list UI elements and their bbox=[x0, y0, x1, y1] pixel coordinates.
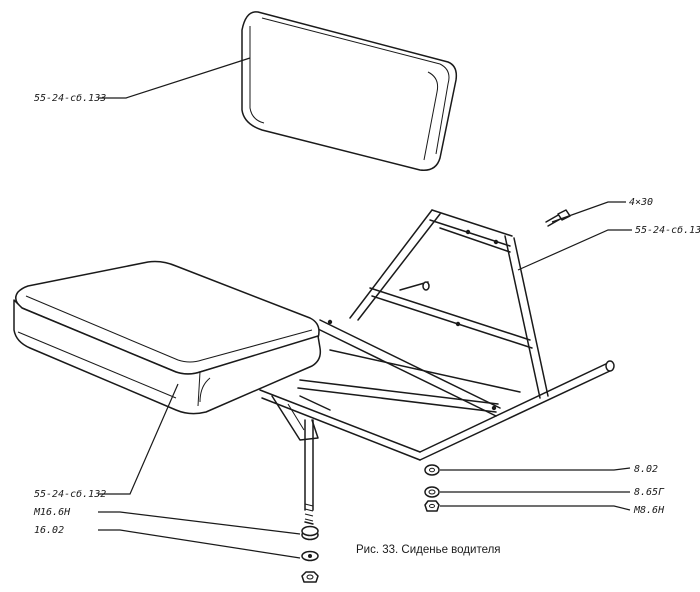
backrest-cushion bbox=[241, 11, 458, 171]
seat-frame bbox=[259, 209, 615, 461]
label-frame: 55-24-сб.131 bbox=[635, 224, 700, 236]
seat-cushion bbox=[13, 260, 322, 415]
small-bolt bbox=[545, 209, 571, 227]
label-nut-m16: М16.6Н bbox=[33, 507, 71, 518]
figure-caption: Рис. 33. Сиденье водителя bbox=[356, 544, 501, 556]
bolt-assembly bbox=[301, 419, 319, 583]
label-bolt-4x30: 4×30 bbox=[629, 197, 653, 208]
right-fastener-stack bbox=[424, 464, 440, 512]
leader-lines bbox=[98, 57, 632, 559]
label-nut-m8: М8.6Н bbox=[633, 505, 665, 516]
label-cushion: 55-24-сб.132 bbox=[34, 488, 106, 500]
label-backrest: 55-24-сб.133 bbox=[34, 92, 106, 104]
label-washer-16: 16.02 bbox=[34, 525, 64, 536]
label-washer-8: 8.02 bbox=[634, 464, 658, 475]
label-spring-washer-8: 8.65Г bbox=[634, 487, 665, 498]
